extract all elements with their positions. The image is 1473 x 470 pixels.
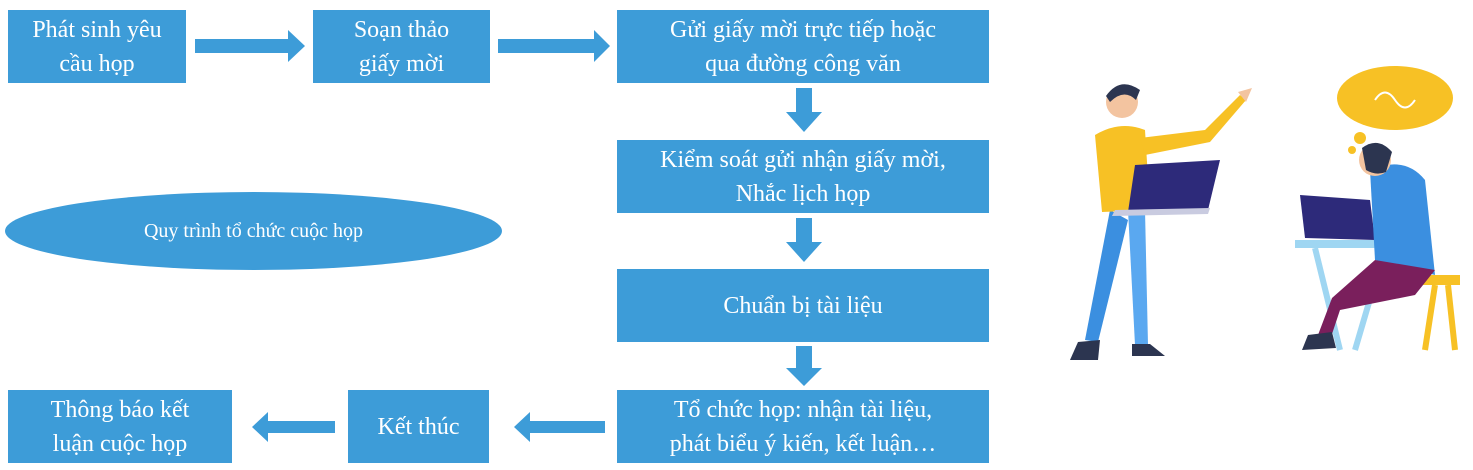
arrow-right-1: [195, 30, 305, 62]
thinking-man-at-desk-icon: [1295, 66, 1460, 351]
step-ket-thuc: Kết thúc: [348, 390, 489, 463]
step-to-chuc-hop: Tổ chức họp: nhận tài liệu, phát biểu ý …: [617, 390, 989, 463]
arrow-right-2: [498, 30, 610, 62]
arrow-down-3: [786, 346, 822, 386]
step-soan-thao-giay-moi: Soạn thảo giấy mời: [313, 10, 490, 83]
step-gui-giay-moi: Gửi giấy mời trực tiếp hoặc qua đường cô…: [617, 10, 989, 83]
meeting-illustration: [1070, 66, 1460, 360]
man-with-laptop-pointing-icon: [1070, 84, 1252, 360]
step-chuan-bi-tai-lieu: Chuẩn bị tài liệu: [617, 269, 989, 342]
step-thong-bao-ket-luan: Thông báo kết luận cuộc họp: [8, 390, 232, 463]
step-phat-sinh-yeu-cau: Phát sinh yêu cầu họp: [8, 10, 186, 83]
process-title: Quy trình tổ chức cuộc họp: [5, 192, 502, 270]
arrow-left-2: [252, 412, 335, 442]
arrow-down-2: [786, 218, 822, 262]
step-kiem-soat-gui-nhan: Kiểm soát gửi nhận giấy mời, Nhắc lịch h…: [617, 140, 989, 213]
arrow-left-1: [514, 412, 605, 442]
arrow-down-1: [786, 88, 822, 132]
